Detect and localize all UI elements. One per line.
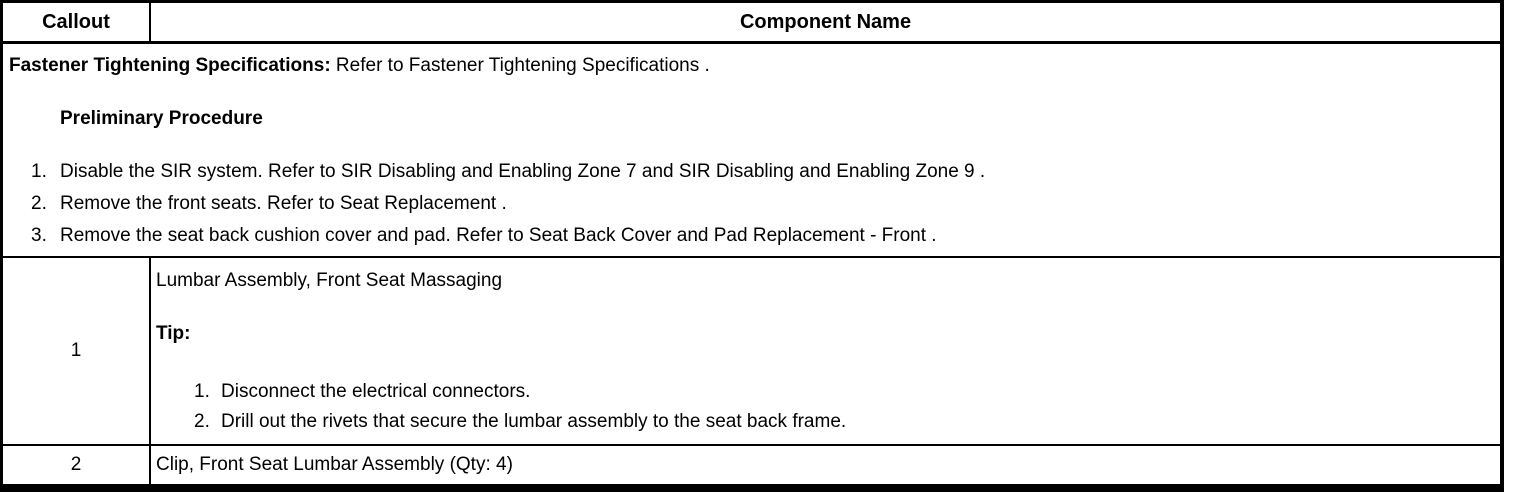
list-item-number: 2. [31,193,47,214]
list-item-text: Remove the front seats. Refer to Seat Re… [60,193,507,214]
callout-cell: 1 [3,258,151,444]
list-item-number: 2. [194,411,210,432]
list-item: 1. Disconnect the electrical connectors. [194,381,1492,403]
list-item: 2. Remove the front seats. Refer to Seat… [31,193,1500,215]
list-item-number: 1. [31,161,47,182]
preliminary-procedure-heading: Preliminary Procedure [60,108,263,129]
table-header-row: Callout Component Name [3,3,1500,44]
fastener-specs-text: Refer to Fastener Tightening Specificati… [330,55,710,76]
component-name-column-header: Component Name [739,11,912,33]
table-row: 2 Clip, Front Seat Lumbar Assembly (Qty:… [3,446,1500,484]
component-cell: Clip, Front Seat Lumbar Assembly (Qty: 4… [156,454,513,475]
list-item: 1. Disable the SIR system. Refer to SIR … [31,161,1500,183]
callout-cell: 2 [3,446,151,484]
list-item: 2. Drill out the rivets that secure the … [194,411,1492,433]
list-item: 3. Remove the seat back cushion cover an… [31,225,1500,247]
list-item-text: Disable the SIR system. Refer to SIR Dis… [60,161,986,182]
list-item-text: Drill out the rivets that secure the lum… [221,411,847,432]
list-item-text: Disconnect the electrical connectors. [221,381,531,402]
tip-label: Tip: [156,323,191,344]
tip-steps-list: 1. Disconnect the electrical connectors.… [156,381,1492,433]
list-item-number: 1. [194,381,210,402]
preliminary-info-row: Fastener Tightening Specifications: Refe… [3,44,1500,258]
callout-column-header: Callout [3,3,151,41]
fastener-specs-line: Fastener Tightening Specifications: Refe… [9,55,1500,77]
table-row: 1 Lumbar Assembly, Front Seat Massaging … [3,258,1500,446]
list-item-number: 3. [31,225,47,246]
component-cell: Lumbar Assembly, Front Seat Massaging Ti… [151,258,1500,444]
list-item-text: Remove the seat back cushion cover and p… [60,225,937,246]
fastener-specs-label: Fastener Tightening Specifications: [9,55,331,76]
preliminary-steps-list: 1. Disable the SIR system. Refer to SIR … [3,161,1500,247]
component-title: Lumbar Assembly, Front Seat Massaging [156,270,503,291]
